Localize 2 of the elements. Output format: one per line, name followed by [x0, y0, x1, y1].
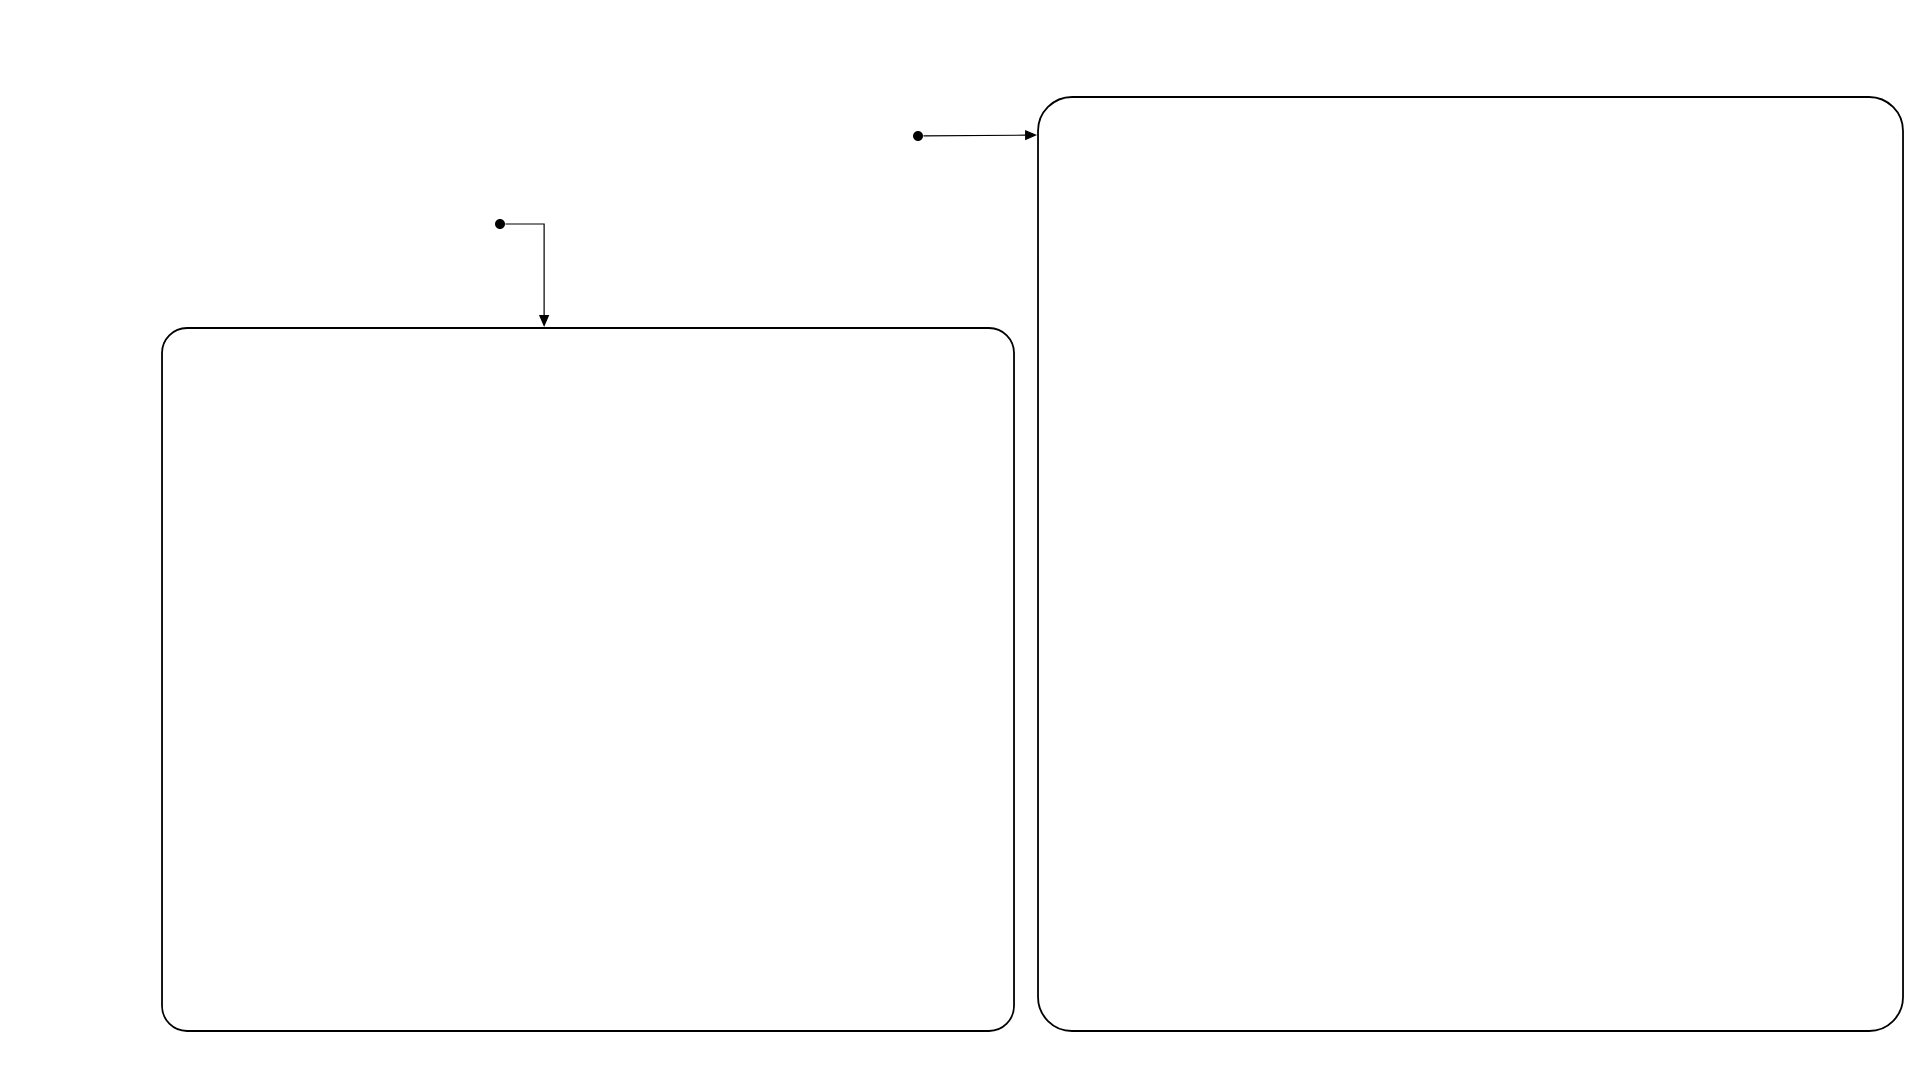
rounded-box — [161, 327, 1015, 1032]
rounded-box — [1037, 96, 1904, 1032]
